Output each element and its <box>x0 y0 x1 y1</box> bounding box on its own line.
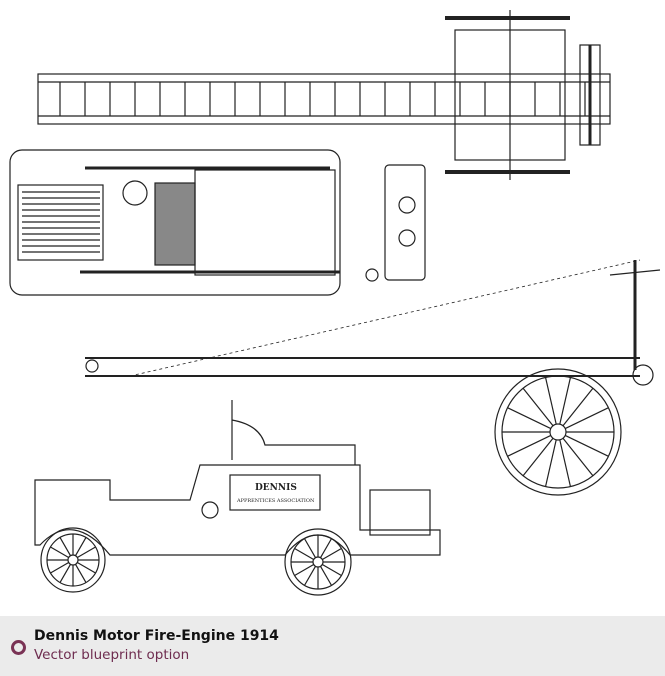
drawing-line <box>50 546 69 559</box>
drawing-line <box>522 387 554 427</box>
drawing-line <box>303 538 317 558</box>
drawing-line <box>303 566 317 586</box>
drawing-line <box>522 437 554 477</box>
truck-side-view: DENNIS APPRENTICES ASSOCIATION <box>34 400 441 596</box>
chassis-top-view <box>9 149 426 296</box>
ladder-side-view <box>85 259 661 496</box>
drawing-line <box>562 437 594 477</box>
circle-marker-icon <box>11 640 26 655</box>
drawing-line <box>559 439 572 487</box>
drawing-line <box>544 377 557 425</box>
drawing-line <box>319 566 333 586</box>
drawing-line <box>50 561 69 574</box>
caption-title: Dennis Motor Fire-Engine 1914 <box>34 628 279 644</box>
drawing-line <box>59 564 72 583</box>
drawing-line <box>77 561 96 574</box>
drawing-line <box>322 547 342 561</box>
drawing-line <box>77 546 96 559</box>
drawing-line <box>564 407 609 430</box>
drawing-line <box>559 377 572 425</box>
drawing-line <box>562 387 594 427</box>
drawing-line <box>544 439 557 487</box>
drawing-line <box>59 537 72 556</box>
truck-association-lettering: APPRENTICES ASSOCIATION <box>236 498 315 504</box>
drawing-line <box>564 434 609 457</box>
truck-brand-lettering: DENNIS <box>255 483 297 493</box>
drawing-line <box>294 547 314 561</box>
blueprint-drawing: DENNIS APPRENTICES ASSOCIATION <box>9 10 661 596</box>
drawing-line <box>74 564 87 583</box>
drawing-line <box>322 563 342 577</box>
caption-subtitle: Vector blueprint option <box>34 647 190 663</box>
drawing-line <box>74 537 87 556</box>
ladder-top-view <box>37 10 611 180</box>
drawing-line <box>507 407 552 430</box>
drawing-line <box>294 563 314 577</box>
drawing-line <box>319 538 333 558</box>
drawing-line <box>507 434 552 457</box>
caption-bar <box>0 616 665 676</box>
